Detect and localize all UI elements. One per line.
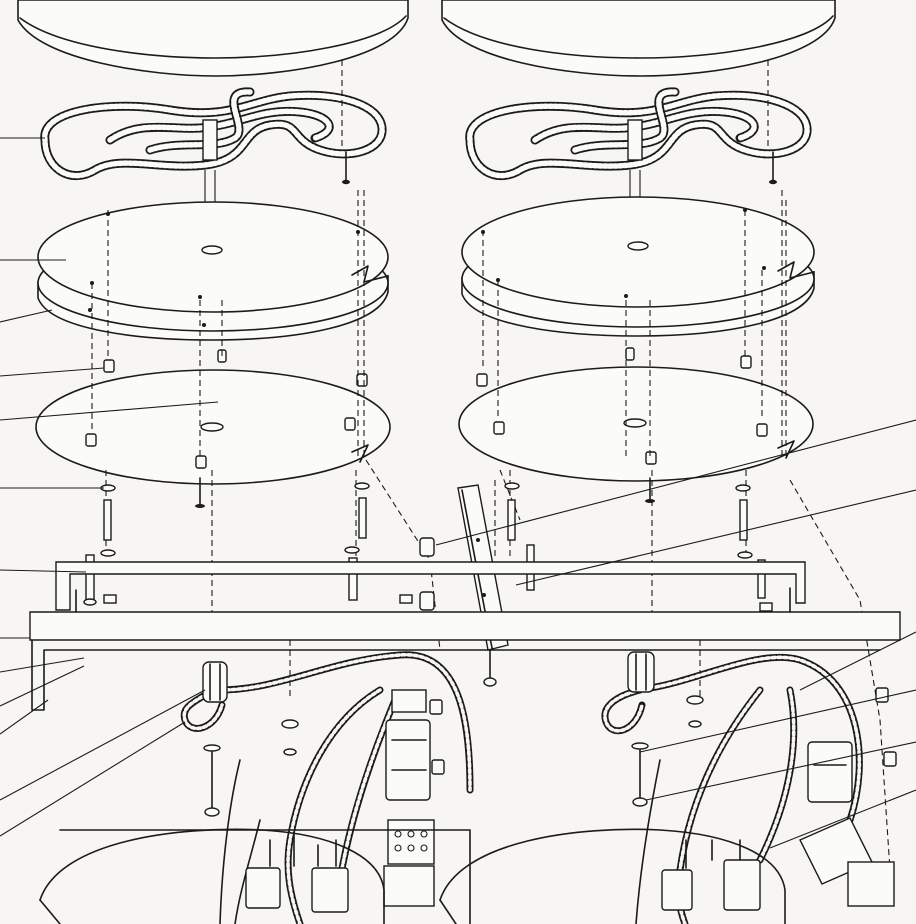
insulation-discs-left	[37, 201, 389, 341]
heating-coil-left	[40, 87, 387, 234]
standoff-3	[83, 554, 97, 606]
wiring-right	[601, 651, 897, 924]
center-bracket	[457, 484, 509, 687]
bottom-tray	[39, 828, 786, 924]
top-plate-left	[17, 0, 409, 77]
lower-disc-left	[35, 349, 391, 485]
standoff-5	[504, 482, 520, 541]
frame-rails	[29, 561, 901, 711]
standoff-2	[344, 482, 370, 554]
insulation-discs-right	[461, 196, 815, 337]
standoff-6	[735, 484, 753, 559]
top-plate-right	[441, 0, 836, 77]
leader-lines	[0, 137, 916, 849]
standoff-1	[100, 484, 116, 557]
wiring-left	[180, 651, 474, 924]
lower-disc-right	[458, 347, 814, 482]
